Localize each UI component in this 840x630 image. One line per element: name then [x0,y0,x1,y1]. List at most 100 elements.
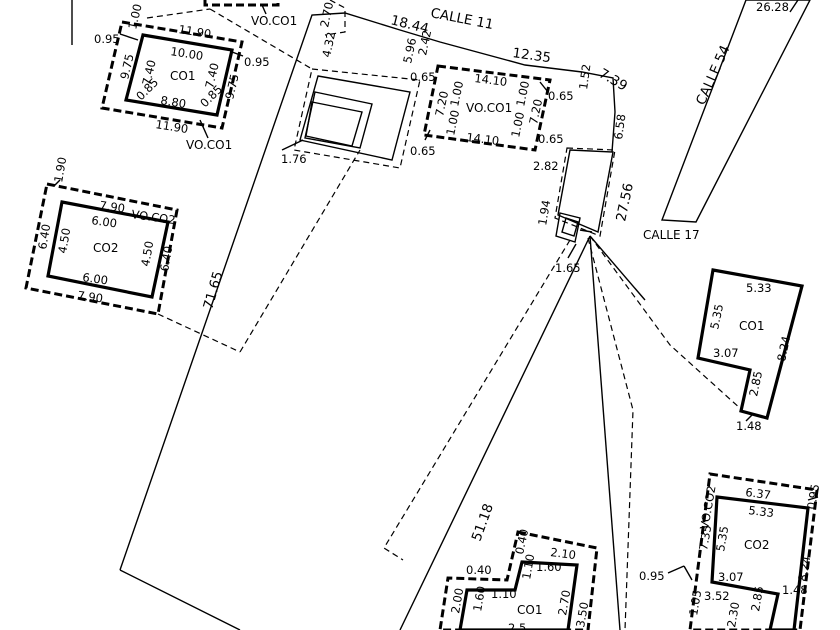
lot-dim-596: 5.96 [400,37,419,65]
co1-left-vo-label: VO.CO1 [186,138,232,152]
co2-right-dim-left-outer: 7.35 [696,524,714,552]
co2-right-dim-left-inner: 5.35 [713,525,731,553]
co1-right-dim-stem: 2.85 [746,370,765,398]
co1-left-dim-right-inner: 7.40 [202,62,221,90]
co1-left-dim-left-inner: 7.40 [139,59,158,87]
lot-dim-165: 1.65 [555,261,581,275]
top-left-block: VO.CO1 [203,0,297,28]
co1-bottom-dim-200: 2.00 [448,587,466,615]
co2-left-dim-left-outer: 6.40 [35,223,53,251]
co1-bottom-dim-110-a: 1.10 [519,553,537,581]
co1-right-dim-left: 5.35 [707,303,726,331]
co1-left-dim-bottom-inner: 8.80 [160,93,187,111]
vo-co1-center-building: VO.CO1 14.10 14.10 7.20 1.00 1.00 7.20 0… [410,64,574,158]
co2-right-dim-352: 3.52 [704,589,730,603]
co1-left-dim-top-outer: 11.90 [178,22,213,41]
lot-dim-152: 1.52 [576,63,593,90]
vo-co1-center-dim-top: 14.10 [474,71,508,89]
street-calle-17: CALLE 17 [643,228,700,242]
co1-bottom-dim-210: 2.10 [550,545,577,562]
co2-left-dim-bottom-inner: 6.00 [82,270,109,287]
co2-left-dim-off: 1.90 [51,156,69,184]
top-left-block-label: VO.CO1 [251,14,297,28]
lot-dim-282: 2.82 [533,159,559,173]
vo-co1-center-dim-065-a: 0.65 [410,70,436,84]
lot-dim-194: 1.94 [535,199,553,227]
lot-dim-176: 1.76 [281,152,307,166]
co2-right-dim-230: 2.30 [724,601,742,629]
co1-right-dim-bottom: 1.48 [736,419,762,433]
co2-right-dim-top-inner: 5.33 [748,503,775,520]
co2-right-dim-095-a: 0.95 [639,569,665,583]
co2-right-dim-step: 3.07 [718,570,744,584]
co2-left-dim-right-inner: 4.50 [138,240,156,268]
vo-co1-center-dim-065-c: 0.65 [410,144,436,158]
vo-co1-center-dim-right-inner: 1.00 [513,80,532,108]
co1-left-dim-bottom-outer: 11.90 [155,117,190,136]
vo-co1-center-dim-100-b: 1.00 [508,111,527,139]
co2-right-dim-right: 8.24 [795,555,813,583]
co1-right-dim-step: 3.07 [713,346,739,360]
co1-bottom-dim-350: 3.50 [573,601,591,629]
co2-right-building: CO2 VO.CO2 6.37 5.33 7.35 5.35 8.24 3.07… [639,472,822,630]
co1-bottom-label: CO1 [517,603,542,617]
co2-right-dim-095-b: 0.95 [804,483,822,511]
vo-co1-center-dim-left-outer: 7.20 [432,90,451,118]
street-calle-54-strip [661,0,811,223]
co1-right-building: CO1 5.33 5.35 8.24 3.07 2.85 1.48 [696,268,804,433]
co1-bottom-dim-110-b: 1.10 [491,587,517,601]
co1-right-label: CO1 [739,319,764,333]
lot-dim-lower: 51.18 [469,502,497,544]
co1-left-dim-off-right: 0.95 [244,55,270,69]
co2-right-label: CO2 [744,538,769,552]
lot-dim-242: 2.42 [415,29,434,57]
co1-left-dim-top-inner: 10.00 [170,44,205,63]
vo-co1-center-dim-bottom: 14.10 [466,130,500,148]
co1-bottom-building: CO1 0.40 0.40 2.10 1.60 1.60 1.10 1.10 2… [438,528,599,630]
co1-left-dim-off-left: 0.95 [94,32,120,46]
top-right-dim-2628: 26.28 [756,0,789,14]
co2-left-dim-right-outer: 6.40 [157,245,175,273]
vo-co1-center-dim-065-b: 0.65 [548,89,574,103]
co2-left-label: CO2 [93,241,118,255]
co1-bottom-dim-040-a: 0.40 [512,528,531,556]
co1-left-label: CO1 [170,69,195,83]
co2-right-dim-285: 2.85 [748,585,766,613]
co2-left-dim-top-outer: 7.90 [99,198,126,215]
co1-bottom-dim-040-b: 0.40 [466,563,492,577]
co2-left-dim-top-inner: 6.00 [91,213,118,230]
co2-left-dim-bottom-outer: 7.90 [77,288,104,305]
vo-co1-center-dim-065-d: 0.65 [538,132,564,146]
co1-right-dim-top: 5.33 [746,281,772,295]
co1-left-dim-right-outer: 9.75 [222,73,241,101]
co1-right-dim-right: 8.24 [774,335,793,363]
lot-dim-270: 2.70 [317,1,336,29]
co2-left-dim-left-inner: 4.50 [55,227,73,255]
co2-right-dim-105: 1.05 [686,589,704,617]
co1-bottom-dim-250: 2.5 [508,621,526,630]
co2-left-building: CO2 VO.CO2 7.90 6.00 6.00 7.90 6.40 4.50… [24,156,241,353]
vo-co1-center-dim-100-a: 1.00 [443,109,462,137]
vo-co1-center-dim-right-outer: 7.20 [526,98,545,126]
street-calle-54: CALLE 54 [693,43,734,108]
lot-dim-left: 71.65 [200,270,226,312]
co1-left-building: CO1 VO.CO1 11.90 10.00 8.80 11.90 9.75 7… [94,3,313,152]
vo-co1-center-label: VO.CO1 [466,101,512,115]
lot-dim-right: 27.56 [613,182,637,223]
co1-left-dim-left-outer: 9.75 [117,53,136,81]
co1-bottom-dim-160-a: 1.60 [536,560,562,574]
co1-bottom-dim-270: 2.70 [555,589,573,617]
co1-left-dim-corner-left: 0.85 [133,75,161,103]
co2-right-dim-top-outer: 6.37 [745,485,772,502]
lot-dim-432: 4.32 [319,31,338,59]
vo-co1-center-dim-left-inner: 1.00 [447,80,466,108]
lot-dim-top-b: 12.35 [511,45,552,66]
co2-left-vo-label: VO.CO2 [131,207,177,227]
co1-bottom-dim-160-b: 1.60 [470,585,488,613]
co1-left-dim-off-top: 1.00 [125,3,144,31]
co2-right-dim-148: 1.48 [782,583,808,597]
street-calle-11: CALLE 11 [429,5,495,33]
top-right-line [789,0,799,13]
lot-dim-658: 6.58 [611,113,628,140]
